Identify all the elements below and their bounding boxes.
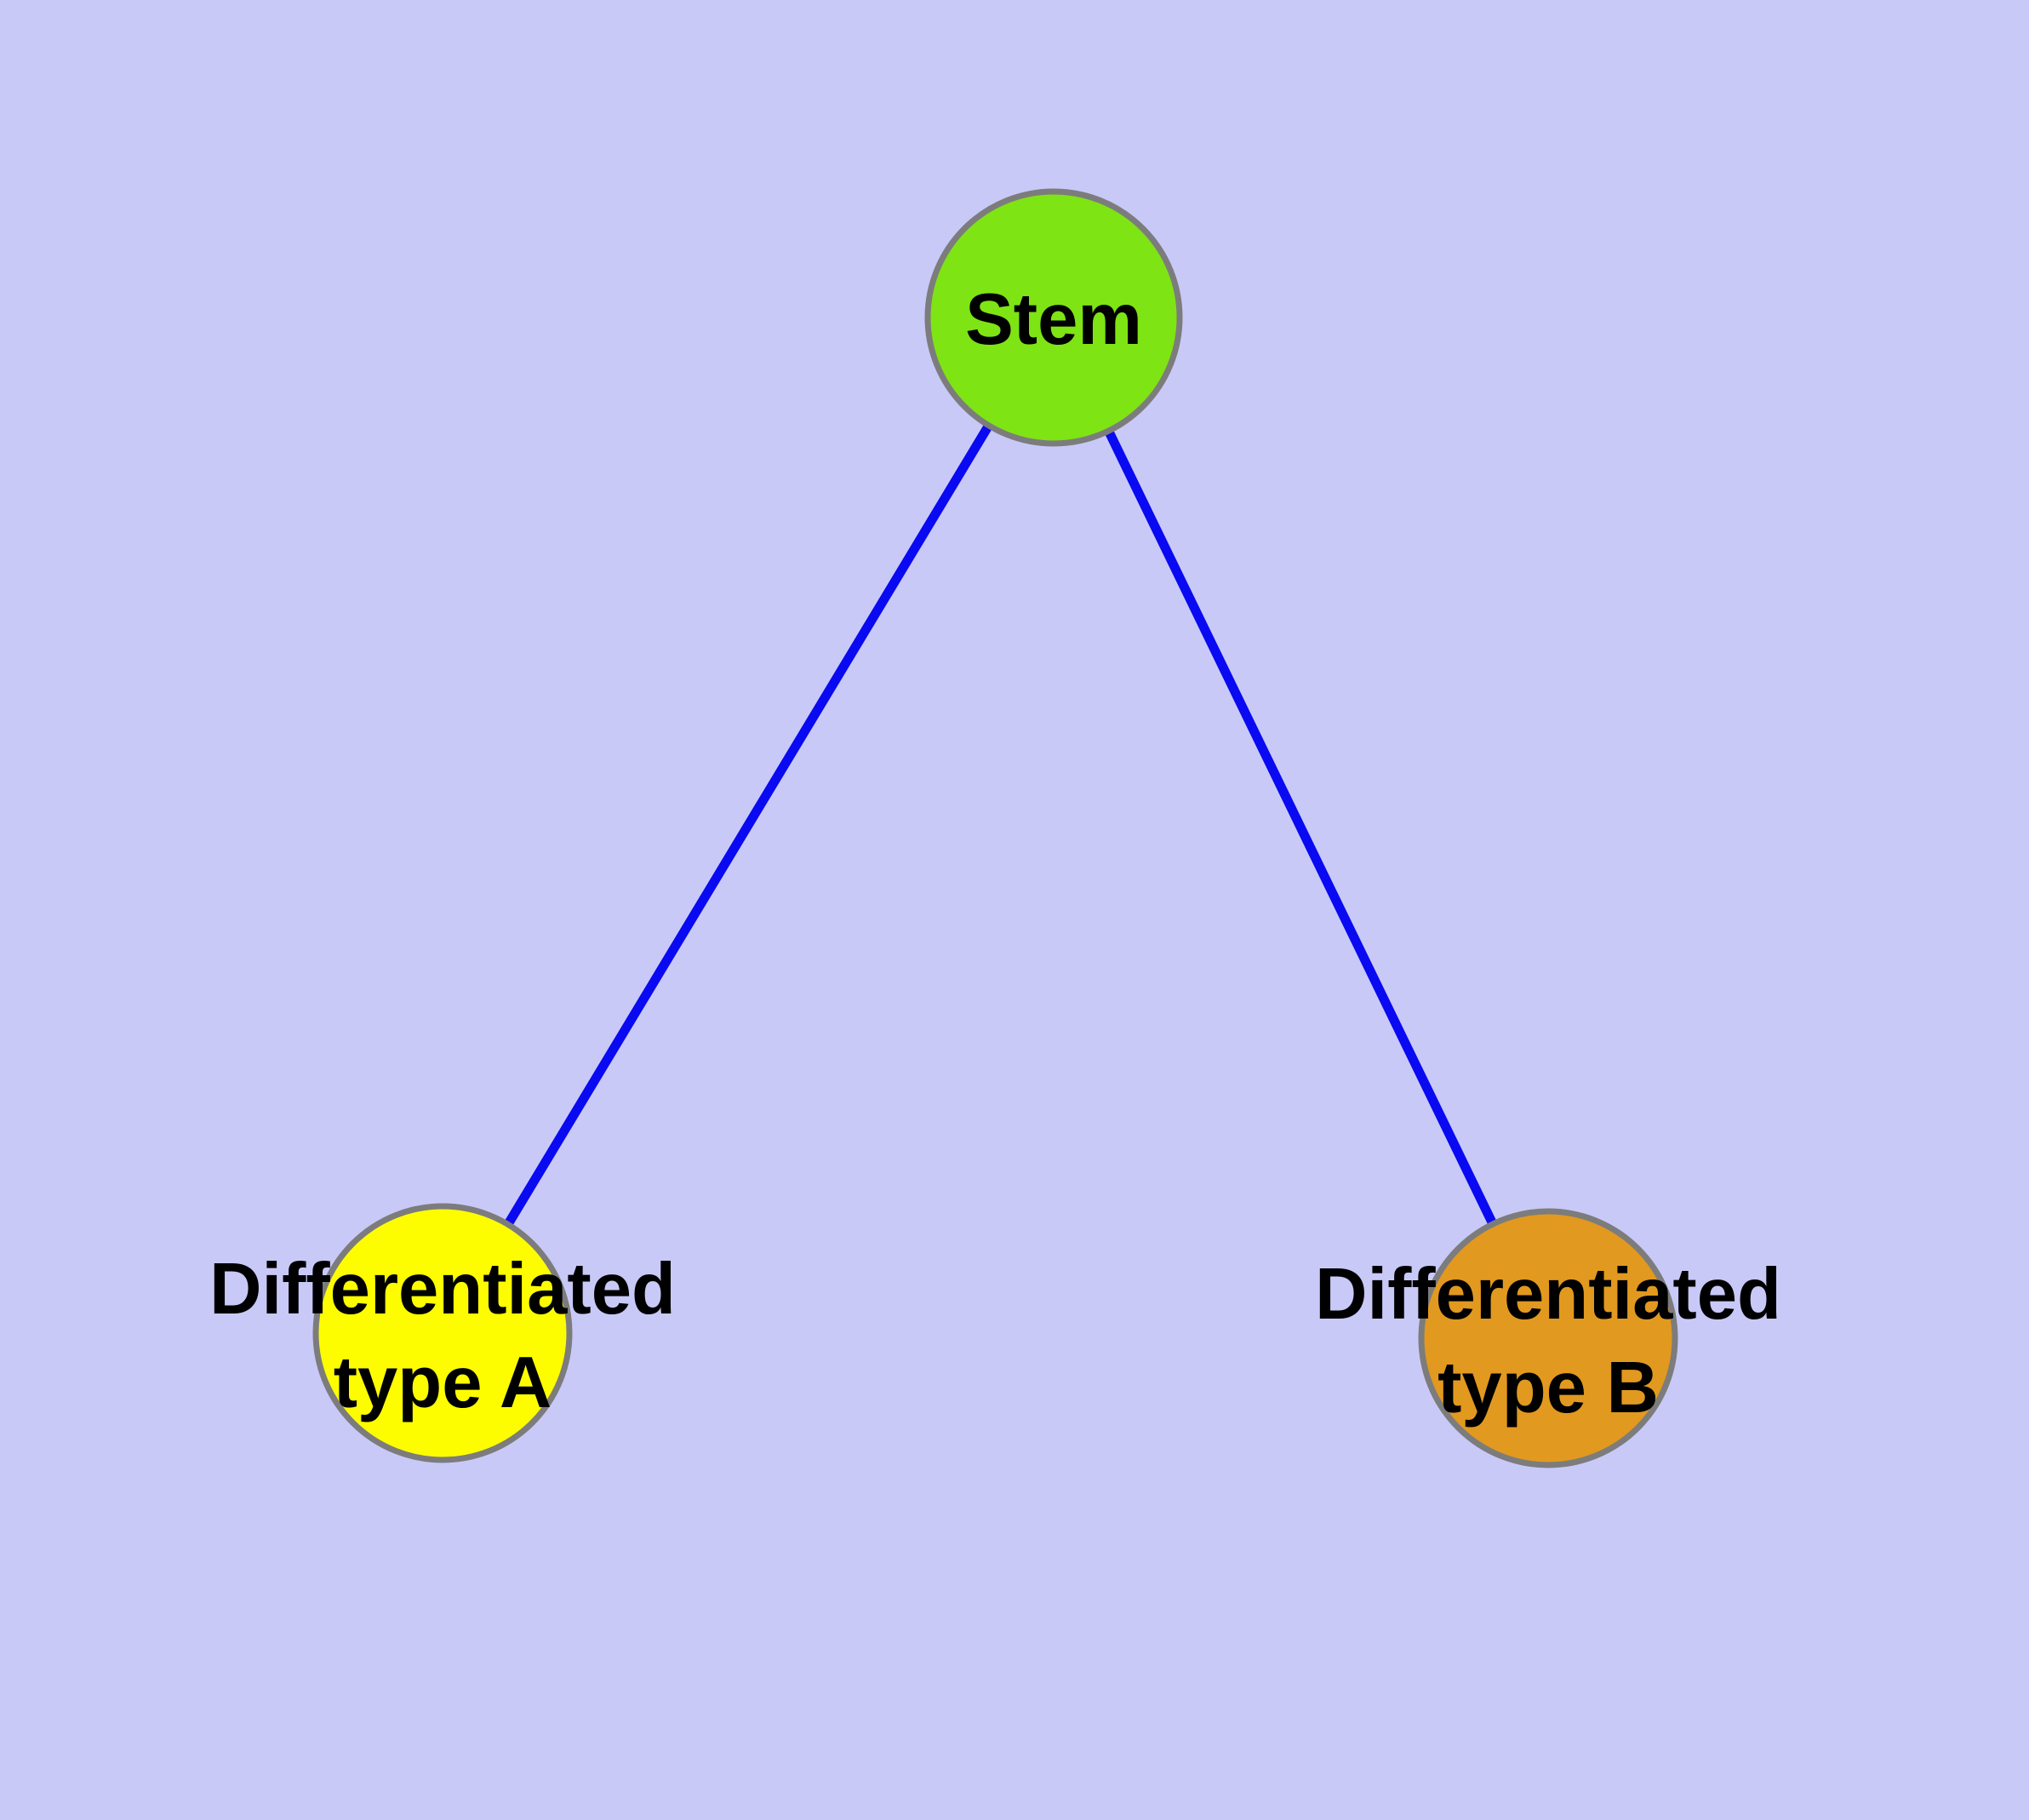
node-differentiated-type-b — [1418, 1208, 1678, 1468]
node-type-a-label-line1: Differentiated — [209, 1249, 676, 1330]
node-type-b-label-line2: type B — [1437, 1348, 1659, 1428]
node-stem — [924, 188, 1183, 447]
node-stem-label: Stem — [965, 279, 1142, 360]
node-type-b-label-line1: Differentiated — [1315, 1254, 1781, 1335]
edge-stem-to-type-a — [438, 315, 1058, 1336]
node-differentiated-type-a — [312, 1203, 573, 1463]
edge-stem-to-type-b — [1049, 315, 1552, 1341]
node-type-a-label-line2: type A — [334, 1342, 552, 1423]
